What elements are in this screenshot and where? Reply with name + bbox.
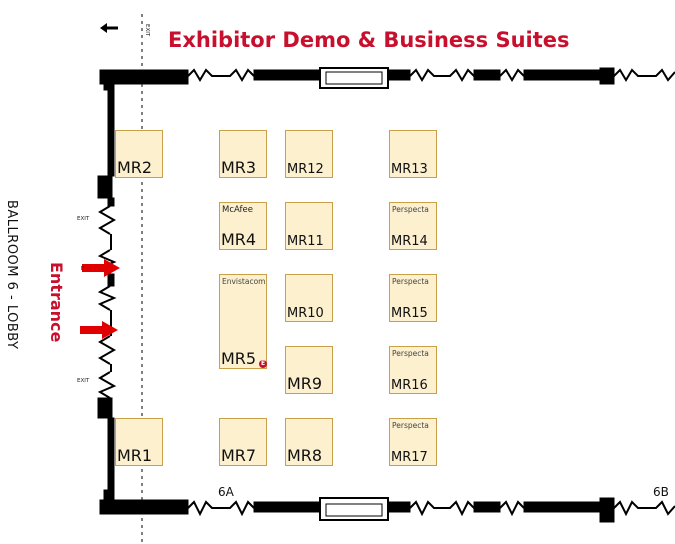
left-wall — [97, 83, 117, 501]
booth-mr5[interactable]: Envistacom MR5 E — [219, 274, 267, 369]
ballroom-lobby-label: BALLROOM 6 - LOBBY — [4, 200, 19, 350]
booth-label: MR12 — [287, 162, 324, 177]
booth-label: MR17 — [391, 450, 428, 465]
exit-label: EXIT — [77, 216, 90, 222]
exhibitor-name: Envistacom — [222, 277, 266, 286]
booth-label: MR15 — [391, 306, 428, 321]
booth-label: MR16 — [391, 378, 428, 393]
booth-mr10[interactable]: MR10 — [285, 274, 333, 322]
booth-label: MR3 — [221, 158, 257, 177]
booth-mr16[interactable]: Perspecta MR16 — [389, 346, 437, 394]
exit-label: EXIT — [77, 378, 90, 384]
booth-mr2[interactable]: MR2 — [115, 130, 163, 178]
booth-label: MR9 — [287, 374, 323, 393]
booth-mr17[interactable]: Perspecta MR17 — [389, 418, 437, 466]
exhibitor-badge-icon: E — [259, 360, 267, 368]
page-title: Exhibitor Demo & Business Suites — [168, 28, 570, 52]
exit-arrow-icon — [100, 23, 118, 33]
booth-mr11[interactable]: MR11 — [285, 202, 333, 250]
booth-label: MR13 — [391, 162, 428, 177]
exit-label-vertical: EXIT — [144, 24, 150, 37]
exhibitor-name: Perspecta — [392, 277, 429, 286]
door-label: E — [79, 266, 85, 272]
booth-mr1[interactable]: MR1 — [115, 418, 163, 466]
booth-mr4[interactable]: McAfee MR4 — [219, 202, 267, 250]
exhibitor-name: Perspecta — [392, 205, 429, 214]
booth-label: MR7 — [221, 446, 257, 465]
booth-mr8[interactable]: MR8 — [285, 418, 333, 466]
entrance-arrow-icon — [80, 321, 118, 339]
exhibitor-name: Perspecta — [392, 349, 429, 358]
bottom-wall — [99, 489, 675, 523]
booth-label: MR2 — [117, 158, 153, 177]
booth-label: MR4 — [221, 230, 257, 249]
room-label-6a: 6A — [218, 485, 234, 499]
booth-label: MR1 — [117, 446, 153, 465]
booth-mr3[interactable]: MR3 — [219, 130, 267, 178]
booth-mr7[interactable]: MR7 — [219, 418, 267, 466]
entrance-arrow-icon — [82, 259, 120, 277]
booth-mr13[interactable]: MR13 — [389, 130, 437, 178]
exhibitor-name: McAfee — [222, 205, 253, 215]
booth-mr9[interactable]: MR9 — [285, 346, 333, 394]
booth-mr14[interactable]: Perspecta MR14 — [389, 202, 437, 250]
booth-label: MR14 — [391, 234, 428, 249]
booth-mr12[interactable]: MR12 — [285, 130, 333, 178]
entrance-label: Entrance — [47, 262, 66, 343]
top-wall — [99, 67, 675, 91]
booth-label: MR8 — [287, 446, 323, 465]
booth-mr15[interactable]: Perspecta MR15 — [389, 274, 437, 322]
room-label-6b: 6B — [653, 485, 669, 499]
booth-label: MR5 — [221, 349, 257, 368]
booth-label: MR10 — [287, 306, 324, 321]
exhibitor-name: Perspecta — [392, 421, 429, 430]
booth-label: MR11 — [287, 234, 324, 249]
